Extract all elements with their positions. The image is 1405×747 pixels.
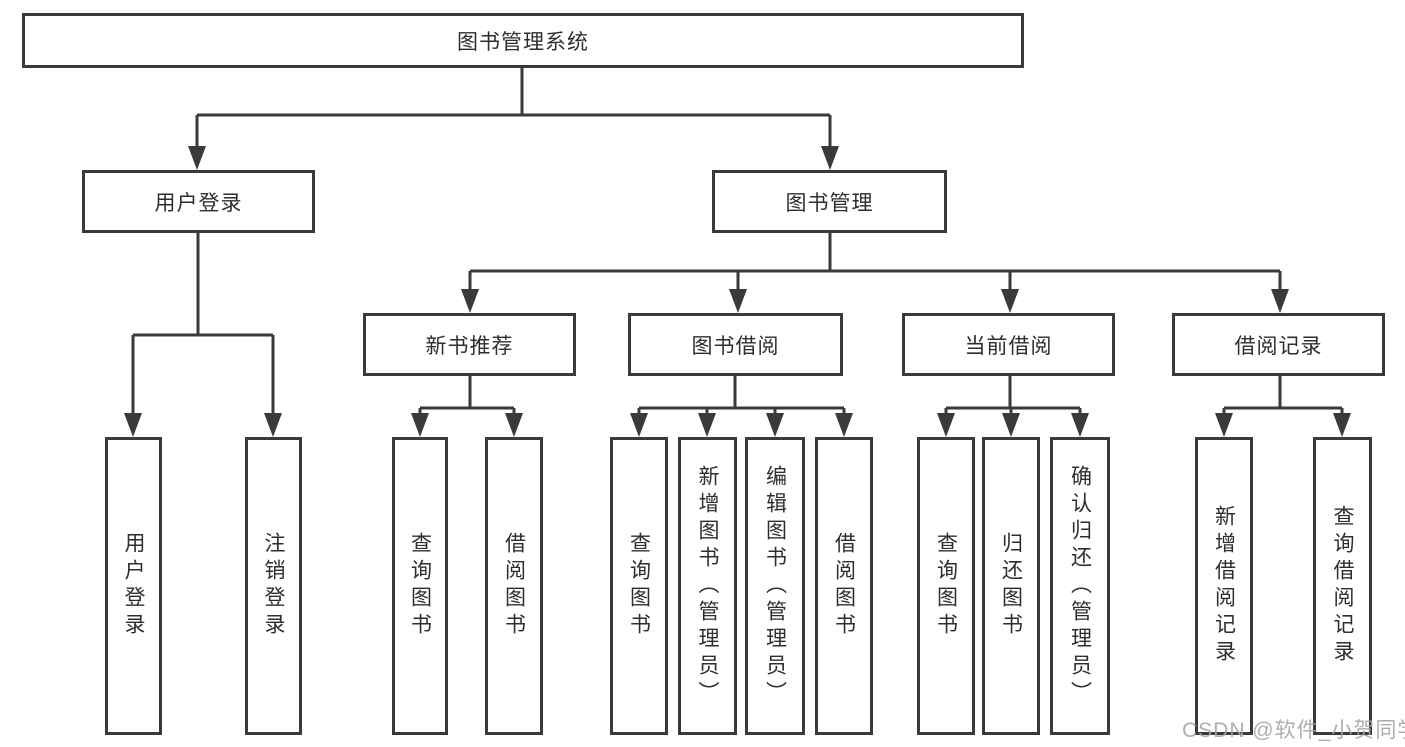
leaf-add-borrow-record: 新增借阅记录 — [1195, 437, 1253, 735]
leaf-query-books-current: 查询图书 — [917, 437, 975, 735]
node-root: 图书管理系统 — [22, 13, 1024, 68]
node-current-borrowing: 当前借阅 — [902, 313, 1115, 376]
leaf-logout-login: 注销登录 — [245, 437, 302, 735]
leaf-query-books-recommend: 查询图书 — [392, 437, 448, 735]
leaf-return-books: 归还图书 — [982, 437, 1040, 735]
leaf-borrow-books-recommend: 借阅图书 — [485, 437, 543, 735]
node-book-management: 图书管理 — [712, 170, 947, 233]
leaf-query-books-borrow: 查询图书 — [610, 437, 668, 735]
leaf-query-borrow-record: 查询借阅记录 — [1313, 437, 1372, 735]
node-new-book-recommend: 新书推荐 — [363, 313, 576, 376]
node-book-borrowing: 图书借阅 — [628, 313, 843, 376]
node-borrowing-records: 借阅记录 — [1172, 313, 1385, 376]
leaf-edit-book-admin: 编辑图书（管理员） — [745, 437, 805, 735]
leaf-borrow-books: 借阅图书 — [815, 437, 873, 735]
leaf-user-login: 用户登录 — [105, 437, 162, 735]
csdn-watermark: CSDN @软件_小贺同学 — [1182, 719, 1405, 742]
arrowheads — [124, 146, 1351, 437]
leaf-add-book-admin: 新增图书（管理员） — [678, 437, 737, 735]
node-user-login: 用户登录 — [82, 170, 315, 233]
leaf-confirm-return-admin: 确认归还（管理员） — [1050, 437, 1110, 735]
